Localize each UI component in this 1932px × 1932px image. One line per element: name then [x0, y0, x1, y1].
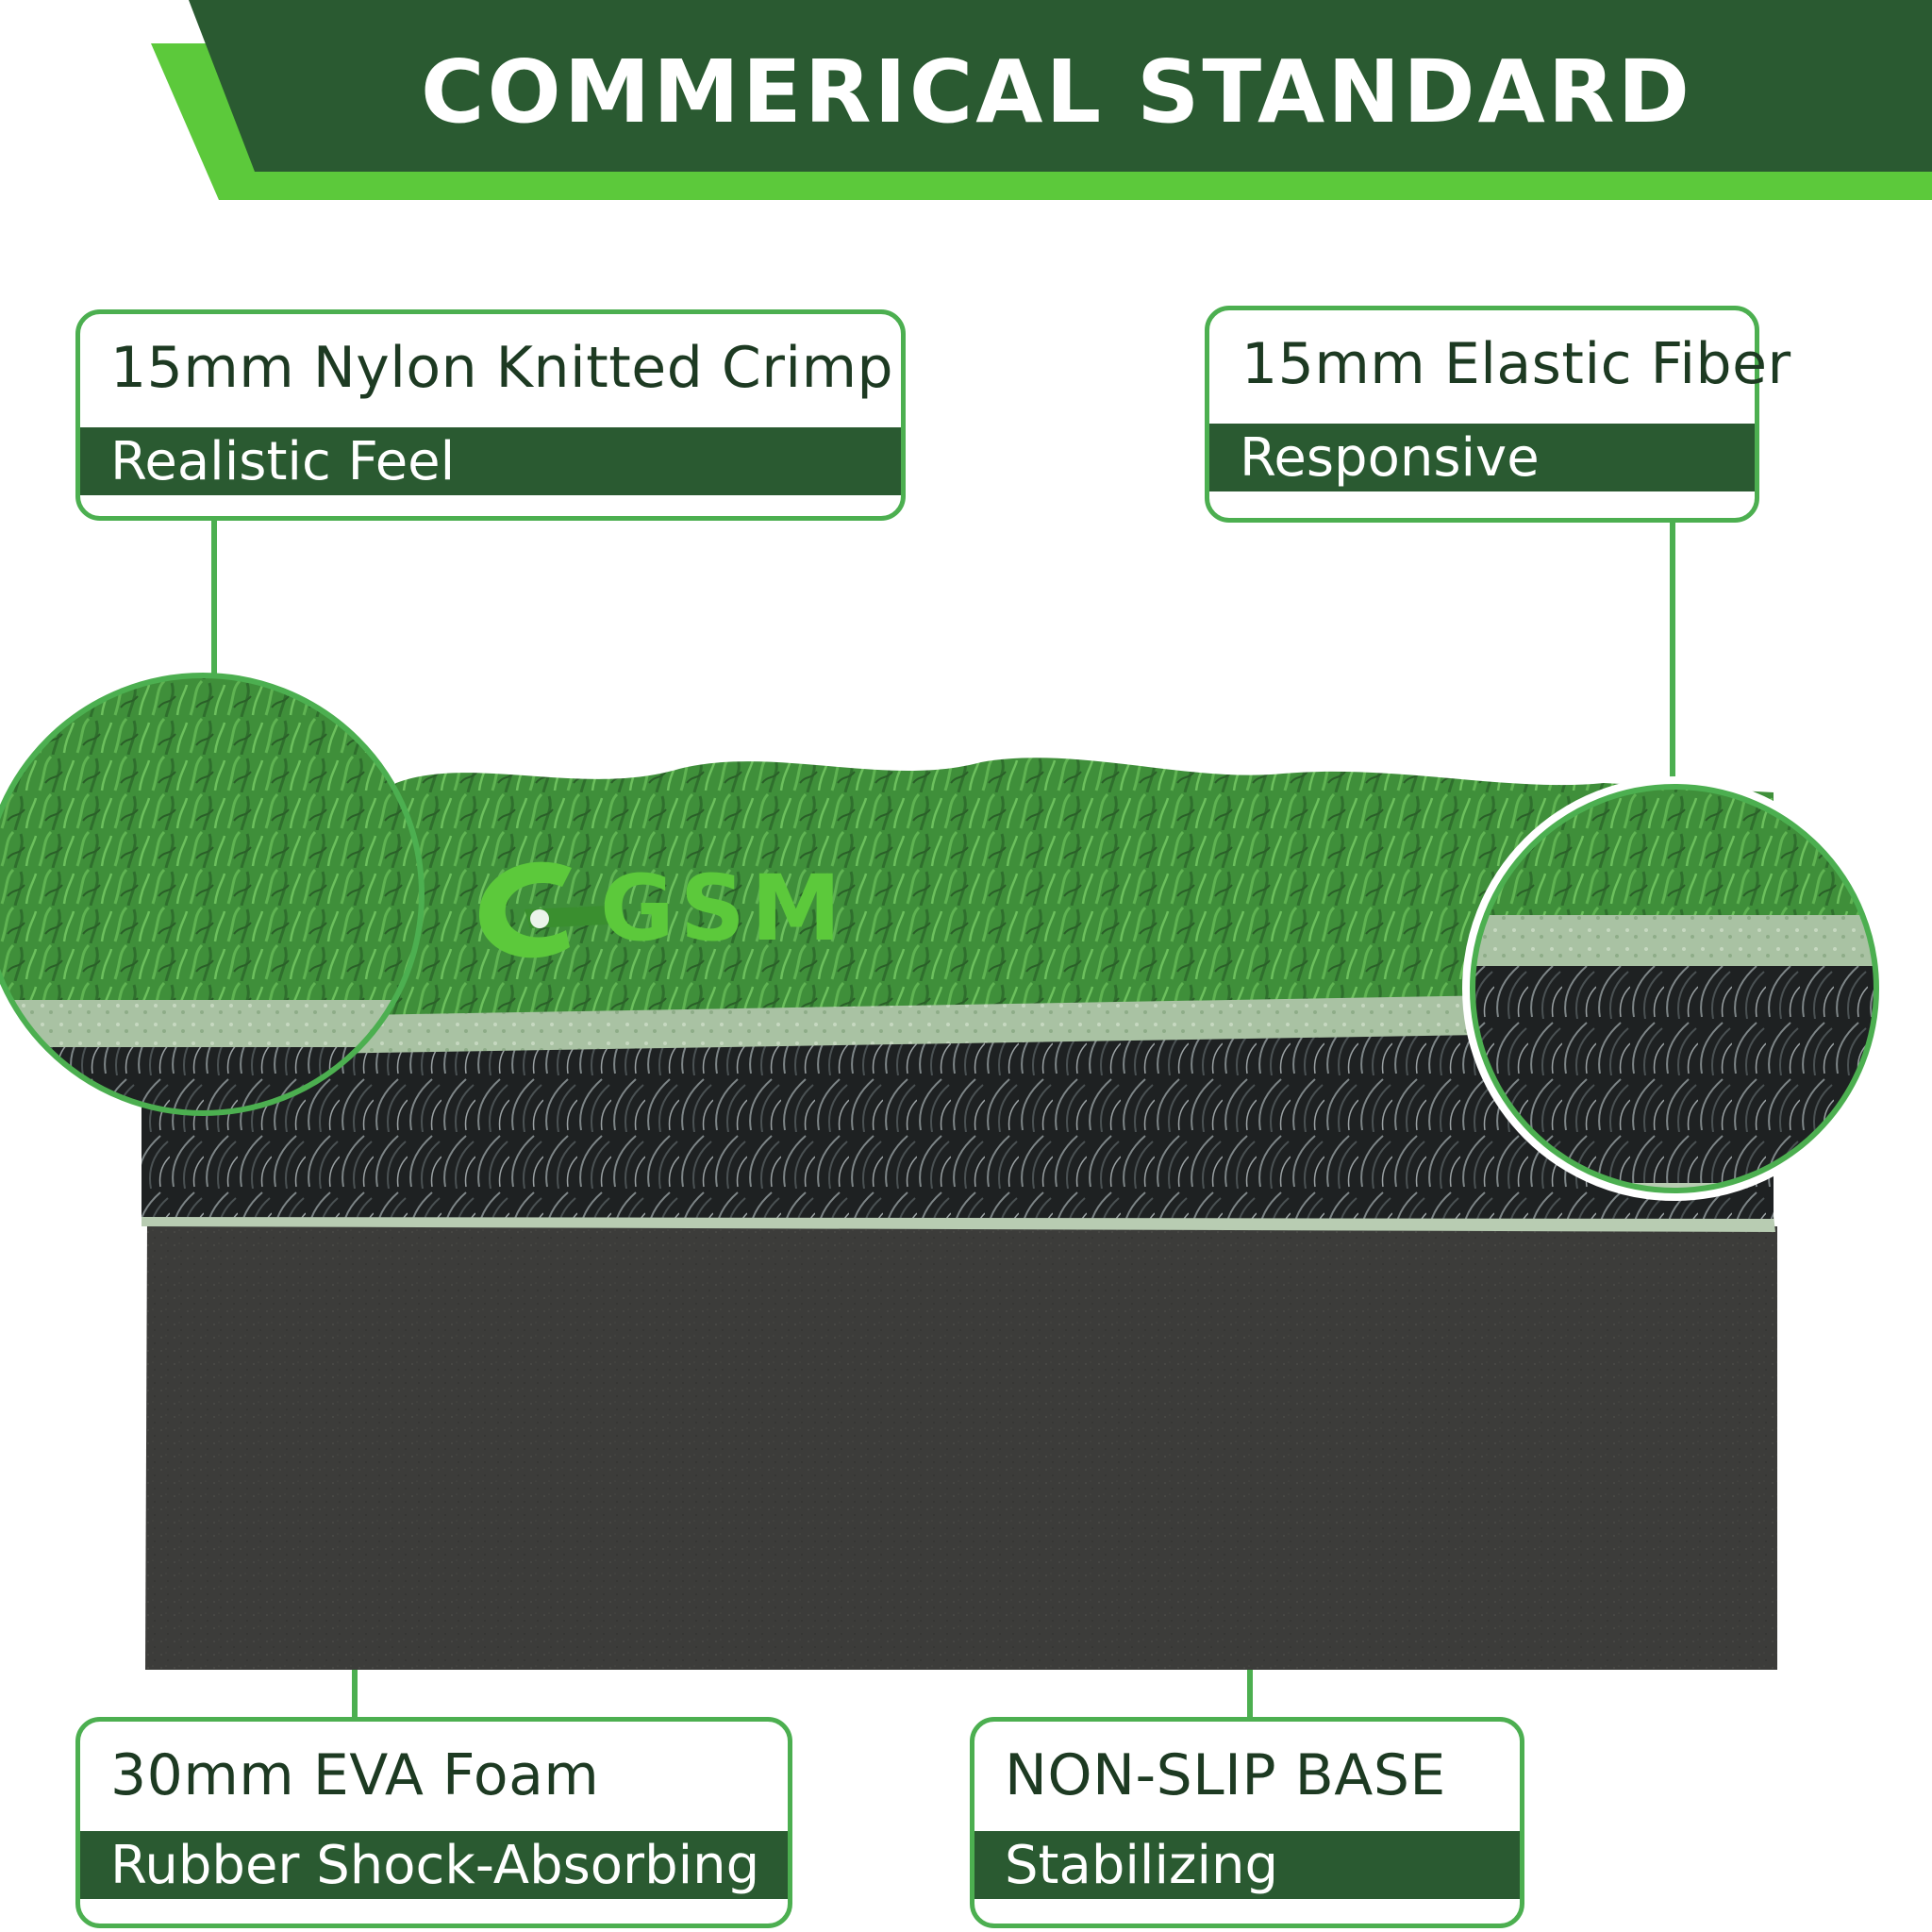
banner-main-ribbon [189, 0, 1932, 172]
leader-line-elastic [1670, 519, 1675, 783]
fiber-magnifier [1462, 776, 1887, 1201]
callout-band: Responsive [1209, 424, 1755, 491]
elastic-fiber-layer [142, 1019, 1774, 1219]
callout-band: Stabilizing [974, 1831, 1520, 1899]
callout-title: NON-SLIP BASE [1005, 1742, 1446, 1808]
callout-subtitle: Stabilizing [1005, 1835, 1279, 1896]
gsm-swoosh-logo-icon [478, 861, 609, 958]
callout-subtitle: Realistic Feel [110, 431, 456, 492]
callout-non-slip-base: NON-SLIP BASE Stabilizing [970, 1717, 1524, 1928]
brand-logo: GSM [468, 849, 958, 972]
logo-text: GSM [600, 856, 847, 961]
callout-subtitle: Responsive [1240, 427, 1540, 489]
eva-foam-layer [145, 1223, 1777, 1670]
backing-strip-upper [142, 981, 1774, 1057]
callout-title: 30mm EVA Foam [110, 1742, 600, 1808]
page-title: COMMERICAL STANDARD [421, 42, 1692, 142]
callout-band: Realistic Feel [80, 427, 901, 495]
callout-elastic-fiber: 15mm Elastic Fiber Responsive [1205, 306, 1790, 523]
banner-shape [151, 0, 1932, 200]
callout-band: Rubber Shock-Absorbing [80, 1831, 788, 1899]
callout-nylon-turf: 15mm Nylon Knitted Crimp Realistic Feel [75, 309, 906, 521]
leader-line-base [1247, 1662, 1253, 1721]
callout-eva-foam: 30mm EVA Foam Rubber Shock-Absorbing [75, 1717, 792, 1928]
callout-subtitle: Rubber Shock-Absorbing [110, 1835, 760, 1896]
leader-line-nylon [211, 517, 217, 679]
leader-line-eva [352, 1666, 358, 1721]
callout-title: 15mm Nylon Knitted Crimp [110, 335, 894, 401]
header-banner: COMMERICAL STANDARD [0, 0, 1932, 208]
callout-title: 15mm Elastic Fiber [1241, 331, 1791, 397]
